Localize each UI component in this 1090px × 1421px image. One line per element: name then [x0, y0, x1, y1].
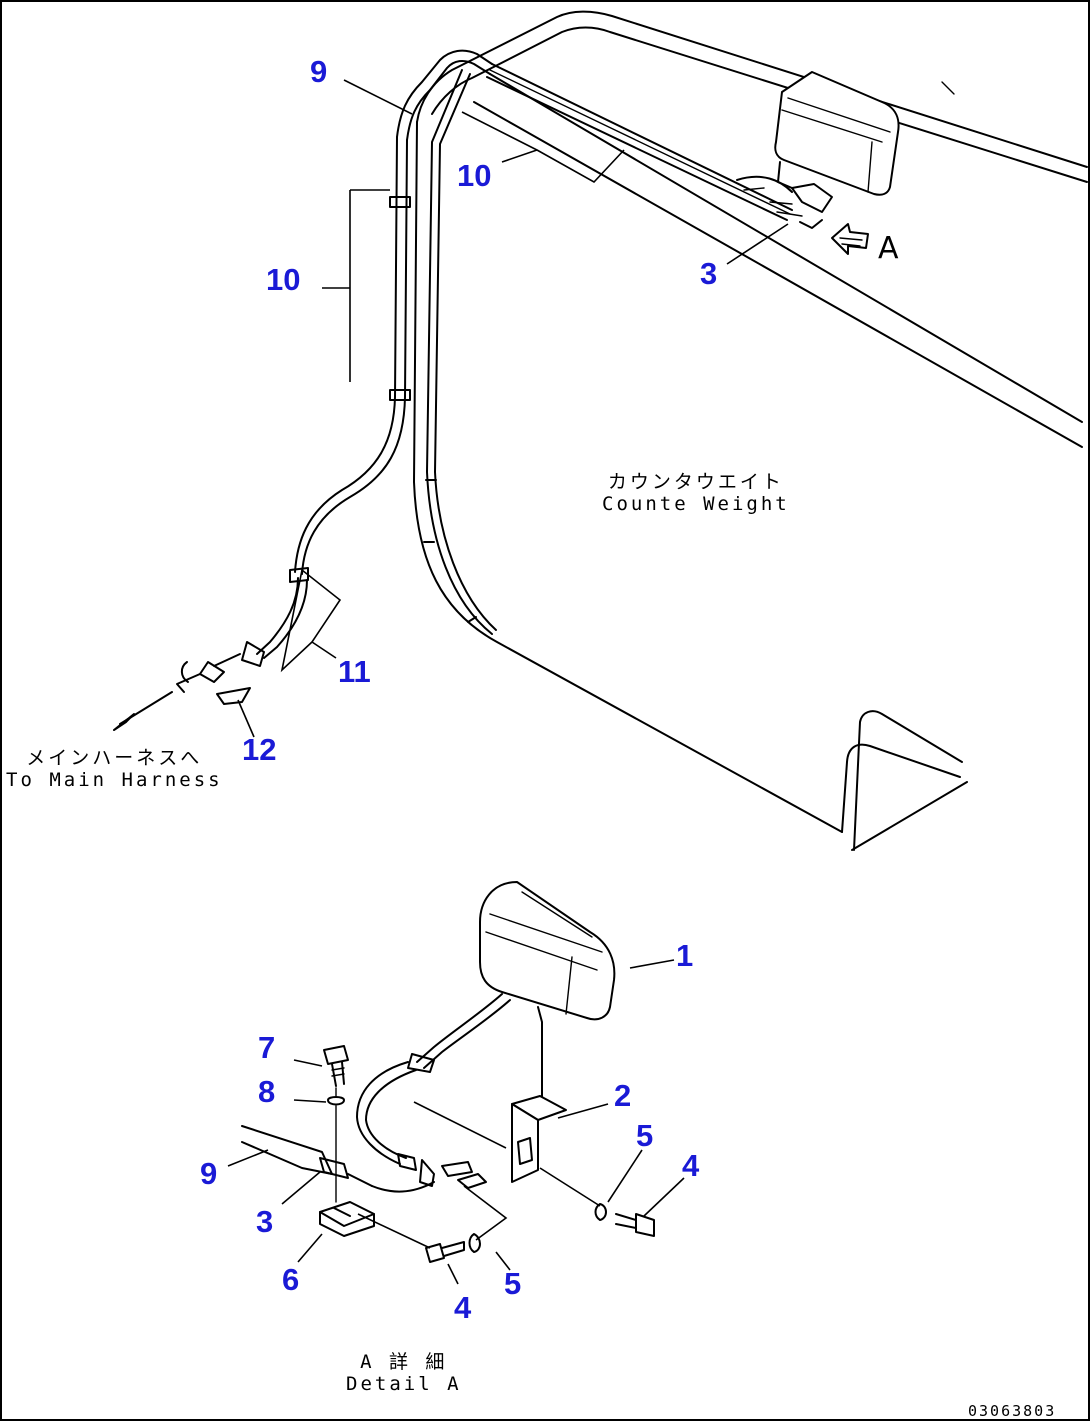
callout-10-clip-side: 10	[266, 262, 301, 297]
view-a-arrow	[831, 223, 869, 255]
view-a-letter: A	[878, 231, 899, 266]
counterweight-label-en: Counte Weight	[602, 492, 790, 515]
counterweight-note: カウンタウエイト Counte Weight	[602, 471, 790, 516]
callout-11-tube: 11	[338, 654, 371, 689]
callout-6-clip: 6	[282, 1262, 300, 1297]
callout-5-washer-right: 5	[636, 1118, 654, 1153]
callout-12-band: 12	[242, 732, 277, 767]
callout-1-lamp: 1	[676, 938, 694, 973]
callout-10-clip-top: 10	[457, 158, 492, 193]
callout-2-bracket: 2	[614, 1078, 632, 1113]
callout-4-bolt-left: 4	[454, 1290, 472, 1325]
harness-label-en: To Main Harness	[6, 768, 223, 791]
drawing-number: 03063803	[968, 1402, 1057, 1420]
counterweight-label-jp: カウンタウエイト	[607, 471, 784, 493]
detail-a-note: A 詳 細 Detail A	[346, 1351, 462, 1396]
lamp-detail	[241, 881, 655, 1263]
harness-note: メインハーネスへ To Main Harness	[6, 747, 223, 792]
callout-3-clamp: 3	[700, 256, 718, 291]
harness-label-jp: メインハーネスへ	[26, 747, 203, 769]
callout-3-clamp-detail: 3	[256, 1204, 274, 1239]
callout-5-washer-left: 5	[504, 1266, 522, 1301]
work-lamp-upper	[736, 71, 900, 229]
detail-a-label-jp: A 詳 細	[360, 1351, 448, 1373]
detail-a-label-en: Detail A	[346, 1372, 462, 1395]
leader-lines-upper	[237, 79, 789, 738]
callout-7-bolt: 7	[258, 1030, 276, 1065]
callout-9-harness-detail: 9	[200, 1156, 218, 1191]
callout-9-harness: 9	[310, 54, 328, 89]
leader-lines-detail	[227, 959, 685, 1285]
counterweight-outline	[413, 10, 1088, 851]
wire-harness-upper	[113, 49, 793, 731]
callout-8-washer: 8	[258, 1074, 276, 1109]
callout-4-bolt-right: 4	[682, 1148, 700, 1183]
